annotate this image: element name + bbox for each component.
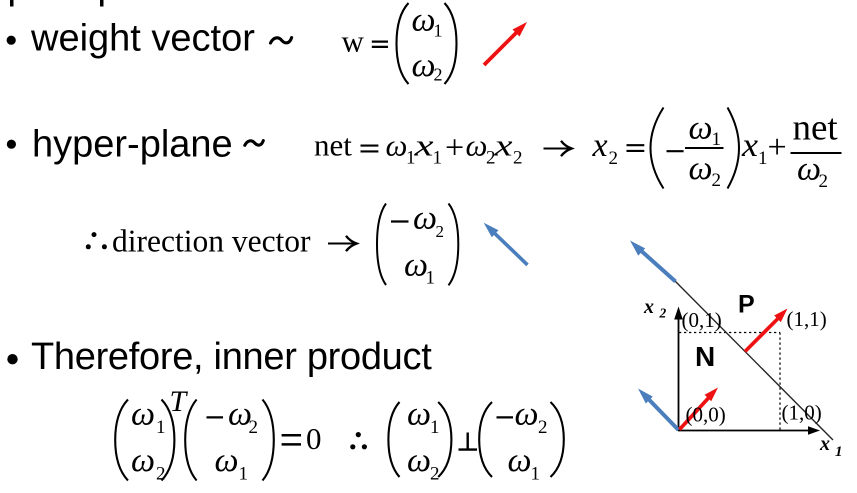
svg-text:1: 1	[712, 129, 722, 150]
svg-text:(0,0): (0,0)	[686, 403, 726, 427]
svg-text:x: x	[643, 296, 654, 318]
svg-text:1: 1	[239, 464, 249, 485]
svg-text:2: 2	[712, 170, 722, 191]
svg-text:x: x	[413, 128, 434, 163]
svg-text:x: x	[493, 128, 513, 163]
svg-text:1: 1	[426, 267, 436, 288]
svg-text:1: 1	[406, 148, 416, 169]
svg-text:x: x	[592, 127, 608, 164]
svg-text:ω: ω	[508, 442, 532, 479]
svg-text:ω: ω	[228, 396, 252, 433]
svg-text:ω: ω	[412, 2, 436, 39]
svg-text:1: 1	[434, 21, 443, 41]
svg-text:(1,1): (1,1)	[787, 307, 827, 331]
svg-text:(0,1): (0,1)	[682, 308, 722, 332]
svg-text:1: 1	[758, 148, 768, 169]
svg-text:ω: ω	[797, 151, 821, 188]
svg-text:T: T	[170, 385, 189, 418]
svg-text:ω: ω	[386, 128, 408, 163]
svg-text:ω: ω	[131, 442, 155, 479]
svg-text:+: +	[768, 129, 787, 166]
svg-text:ω: ω	[407, 442, 431, 479]
svg-text:(1,0): (1,0)	[782, 401, 822, 425]
svg-text:1: 1	[156, 417, 166, 438]
svg-text:2: 2	[249, 417, 259, 438]
svg-text:2: 2	[486, 148, 496, 169]
svg-text:1: 1	[430, 417, 440, 438]
svg-text:direction vector: direction vector	[112, 224, 311, 259]
svg-text:+: +	[445, 130, 464, 167]
svg-text:2: 2	[156, 464, 166, 485]
svg-text:net: net	[793, 108, 839, 149]
svg-text:2: 2	[513, 148, 523, 169]
svg-text:x: x	[819, 433, 830, 455]
svg-text:ω: ω	[466, 128, 488, 163]
svg-text:Therefore, inner product: Therefore, inner product	[31, 336, 432, 378]
svg-text:2: 2	[538, 417, 548, 438]
svg-text:ω: ω	[412, 47, 436, 84]
svg-text:P: P	[738, 291, 755, 319]
svg-text:2: 2	[609, 148, 619, 169]
svg-text:x: x	[741, 127, 758, 164]
svg-text:1: 1	[835, 444, 843, 460]
svg-text:2: 2	[436, 222, 445, 241]
svg-text:ω: ω	[131, 396, 155, 433]
svg-text:ω: ω	[404, 246, 428, 283]
svg-text:ω: ω	[413, 200, 437, 237]
svg-text:0: 0	[306, 421, 322, 456]
svg-text:1: 1	[433, 148, 443, 169]
svg-text:1: 1	[531, 464, 541, 485]
svg-text:hyper-plane: hyper-plane	[32, 123, 233, 165]
svg-text:2: 2	[819, 171, 829, 192]
svg-text:2: 2	[434, 65, 443, 85]
svg-text:ω: ω	[215, 442, 239, 479]
svg-text:2: 2	[659, 306, 667, 321]
svg-text:weight vector: weight vector	[30, 18, 255, 60]
svg-text:N: N	[695, 341, 715, 372]
svg-text:ω: ω	[515, 396, 539, 433]
svg-text:2: 2	[430, 464, 440, 485]
svg-text:ω: ω	[689, 110, 713, 147]
svg-text:w: w	[342, 24, 365, 59]
svg-text:ω: ω	[689, 150, 713, 187]
svg-text:ω: ω	[407, 396, 431, 433]
svg-text:net: net	[314, 128, 352, 163]
